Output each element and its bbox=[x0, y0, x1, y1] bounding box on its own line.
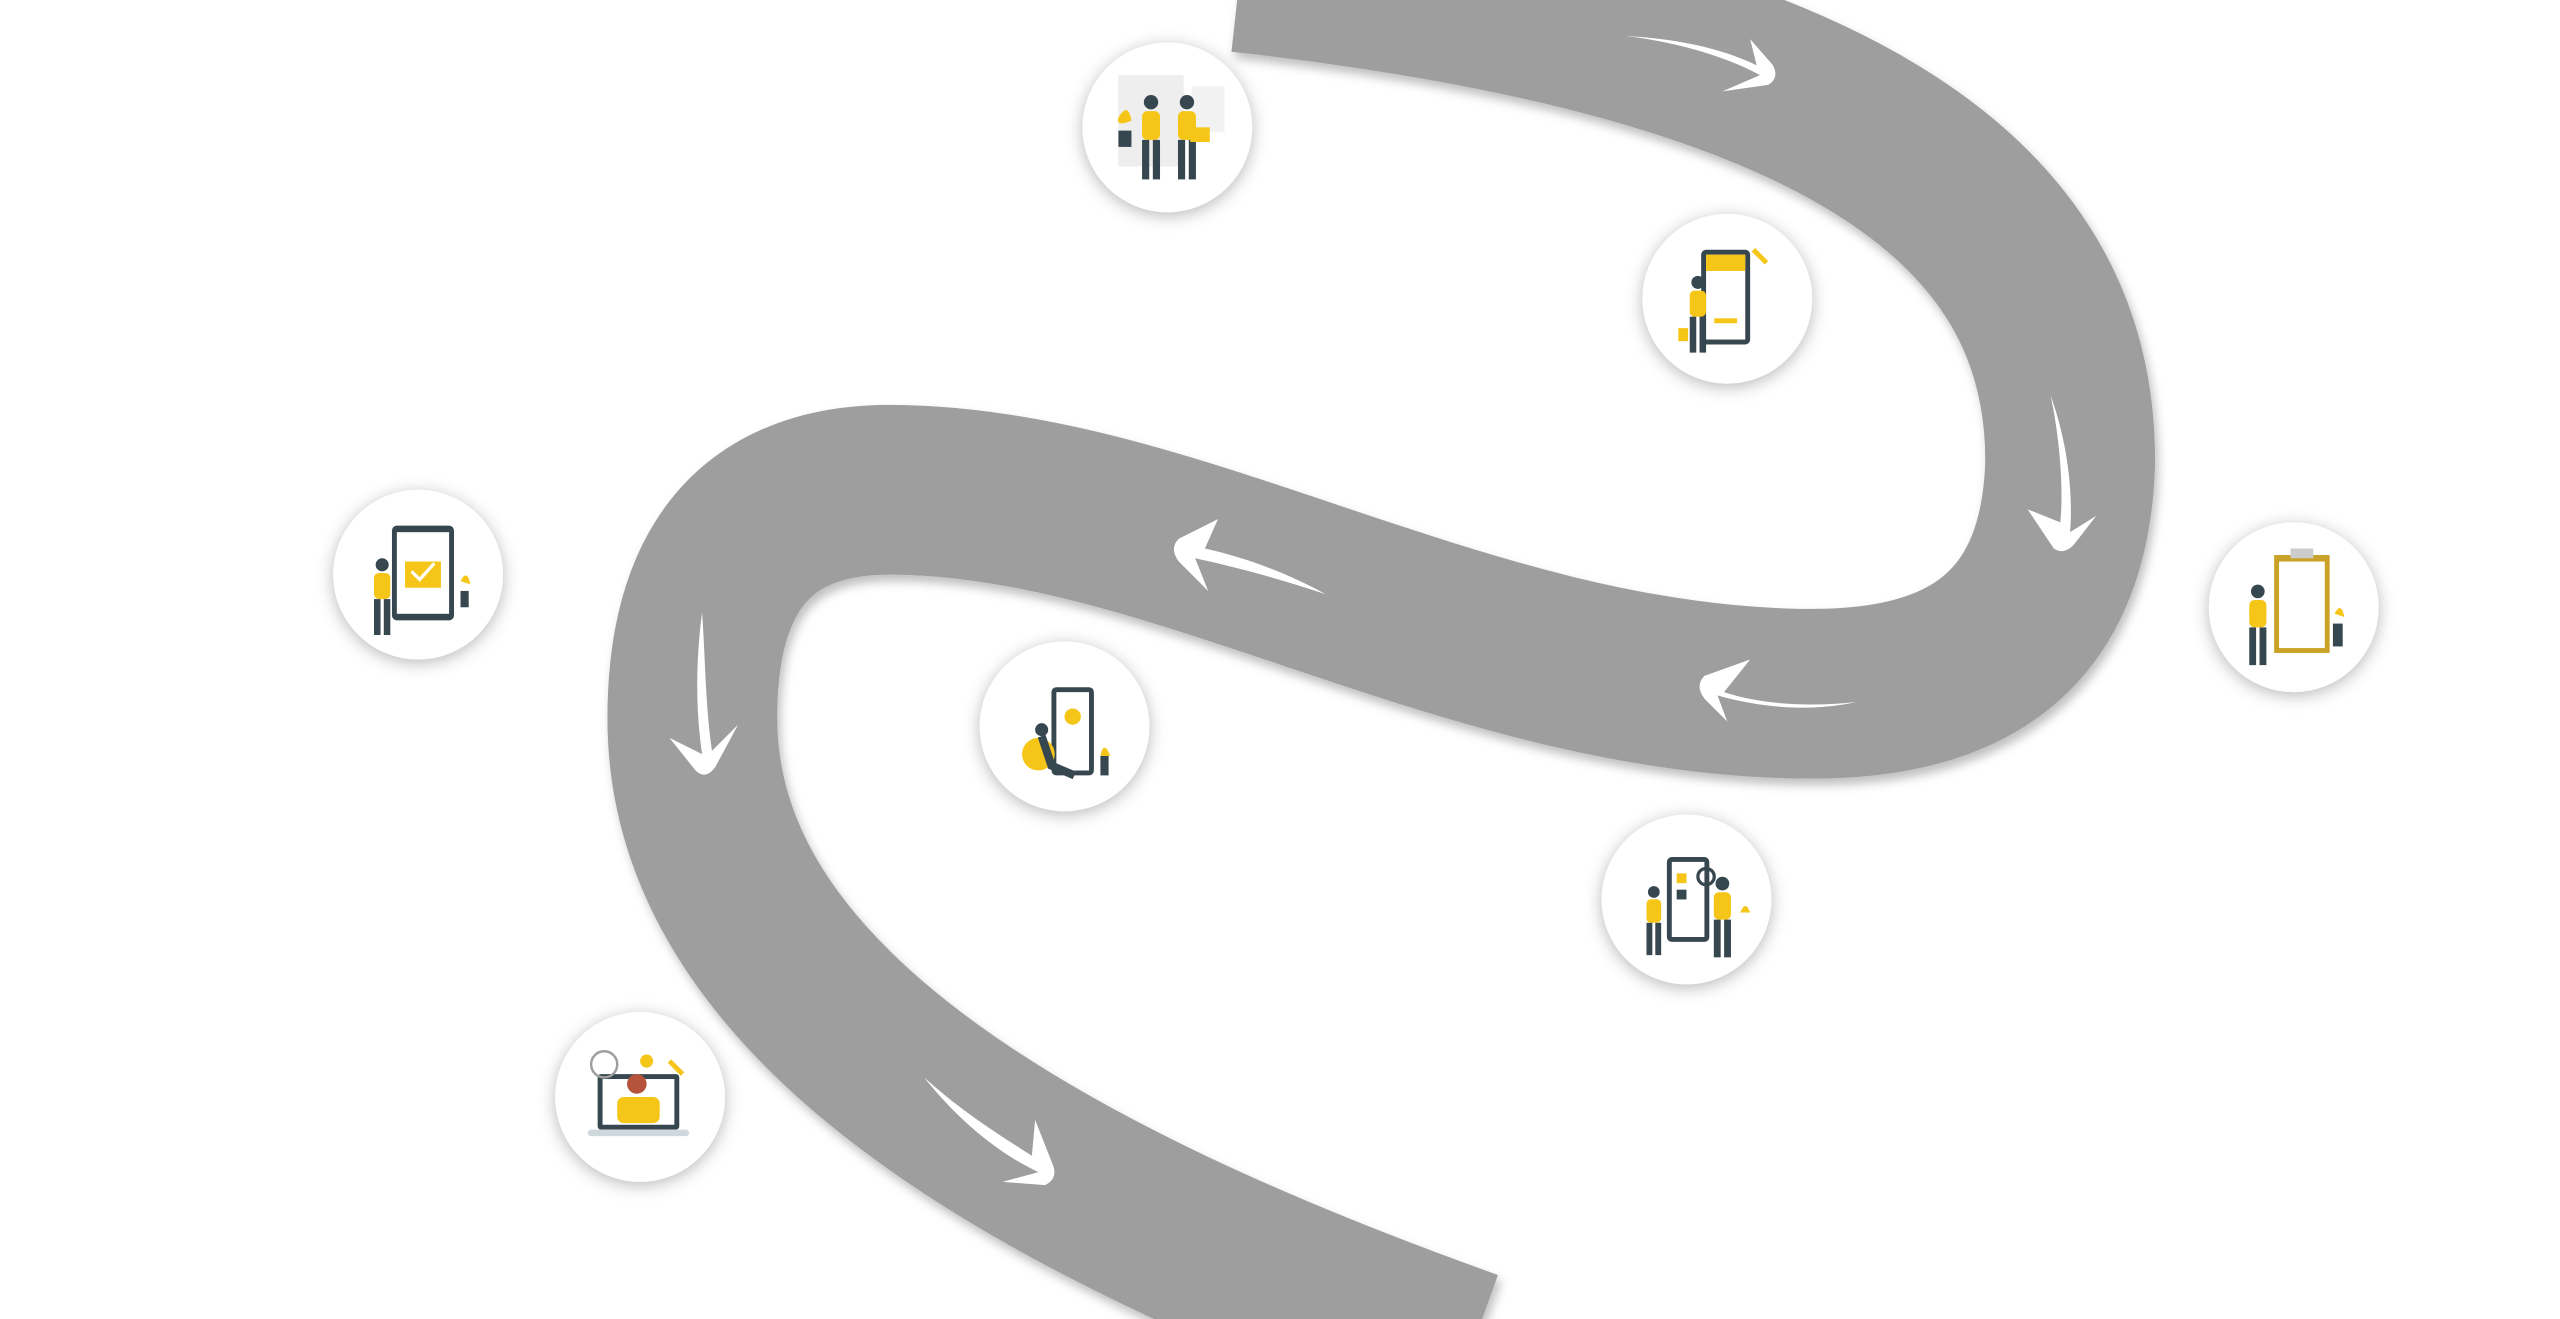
stage-handshake bbox=[1082, 42, 1253, 213]
road bbox=[607, 0, 2155, 1319]
stage-clipboard bbox=[2208, 522, 2379, 693]
arrow-icon bbox=[1624, 35, 1776, 92]
direction-arrows bbox=[669, 35, 2097, 1186]
arrow-icon bbox=[924, 1077, 1055, 1186]
arrow-icon bbox=[1173, 519, 1326, 595]
stage-email-tablet bbox=[333, 489, 503, 660]
arrow-icon bbox=[2027, 395, 2097, 552]
stage-laptop-support bbox=[555, 1012, 725, 1182]
arrow-icon bbox=[1699, 659, 1857, 722]
stage-mobile-testing bbox=[1601, 814, 1772, 985]
stage-circles bbox=[333, 42, 2379, 1182]
stage-settings-phone bbox=[979, 641, 1150, 812]
stage-app-building bbox=[1642, 213, 1813, 384]
arrow-icon bbox=[669, 612, 739, 775]
